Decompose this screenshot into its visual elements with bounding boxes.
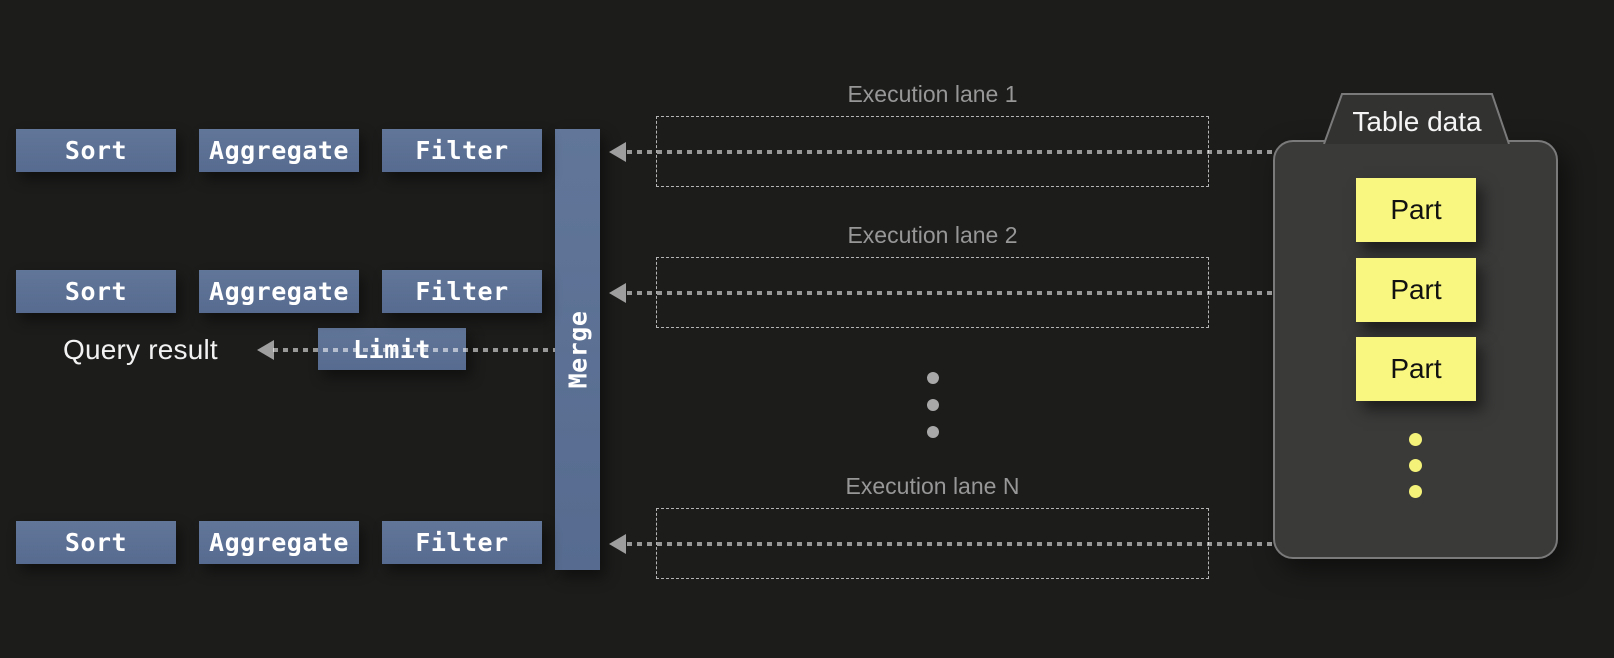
part-ellipsis-dot	[1409, 485, 1422, 498]
execution-lane-2-label: Execution lane 2	[847, 222, 1018, 248]
sort-operator-label: Sort	[64, 528, 128, 557]
filter-operator-box: Filter	[382, 129, 542, 172]
table-part-label: Part	[1390, 274, 1442, 305]
sort-operator-label: Sort	[64, 136, 128, 165]
table-part-box: Part	[1356, 258, 1476, 322]
filter-operator-box: Filter	[382, 270, 542, 313]
arrowhead-to-query-result-icon	[257, 340, 274, 360]
query-result-label: Query result	[63, 334, 218, 365]
table-data-label: Table data	[1352, 106, 1482, 137]
lane-ellipsis-dot	[927, 372, 939, 384]
table-data-tab	[1323, 93, 1510, 144]
aggregate-operator-box: Aggregate	[199, 270, 359, 313]
aggregate-operator-box: Aggregate	[199, 129, 359, 172]
table-part-label: Part	[1390, 194, 1442, 225]
filter-operator-label: Filter	[415, 136, 509, 165]
arrowhead-to-merge-icon	[609, 142, 626, 162]
sort-operator-label: Sort	[64, 277, 128, 306]
table-part-box: Part	[1356, 178, 1476, 242]
aggregate-operator-label: Aggregate	[209, 136, 349, 165]
arrowhead-to-merge-icon	[609, 534, 626, 554]
aggregate-operator-label: Aggregate	[209, 528, 349, 557]
aggregate-operator-box: Aggregate	[199, 521, 359, 564]
lane-ellipsis-dot	[927, 426, 939, 438]
limit-operator-label: Limit	[353, 334, 431, 364]
arrowhead-to-merge-icon	[609, 283, 626, 303]
filter-operator-label: Filter	[415, 277, 509, 306]
part-ellipsis-dot	[1409, 459, 1422, 472]
merge-operator-label: Merge	[563, 310, 593, 389]
lane-ellipsis-dot	[927, 399, 939, 411]
sort-operator-box: Sort	[16, 129, 176, 172]
execution-lane-1-label: Execution lane 1	[847, 81, 1018, 107]
table-part-box: Part	[1356, 337, 1476, 401]
filter-operator-label: Filter	[415, 528, 509, 557]
connector-merge-to-query-result	[273, 348, 555, 352]
part-ellipsis-dot	[1409, 433, 1422, 446]
filter-operator-box: Filter	[382, 521, 542, 564]
connector-table-to-merge-lane-1	[627, 150, 1273, 154]
connector-table-to-merge-lane-2	[627, 291, 1273, 295]
execution-lane-n-label: Execution lane N	[845, 473, 1020, 499]
connector-table-to-merge-lane-n	[627, 542, 1273, 546]
aggregate-operator-label: Aggregate	[209, 277, 349, 306]
sort-operator-box: Sort	[16, 270, 176, 313]
sort-operator-box: Sort	[16, 521, 176, 564]
merge-operator-box: Merge	[555, 129, 600, 570]
table-part-label: Part	[1390, 353, 1442, 384]
